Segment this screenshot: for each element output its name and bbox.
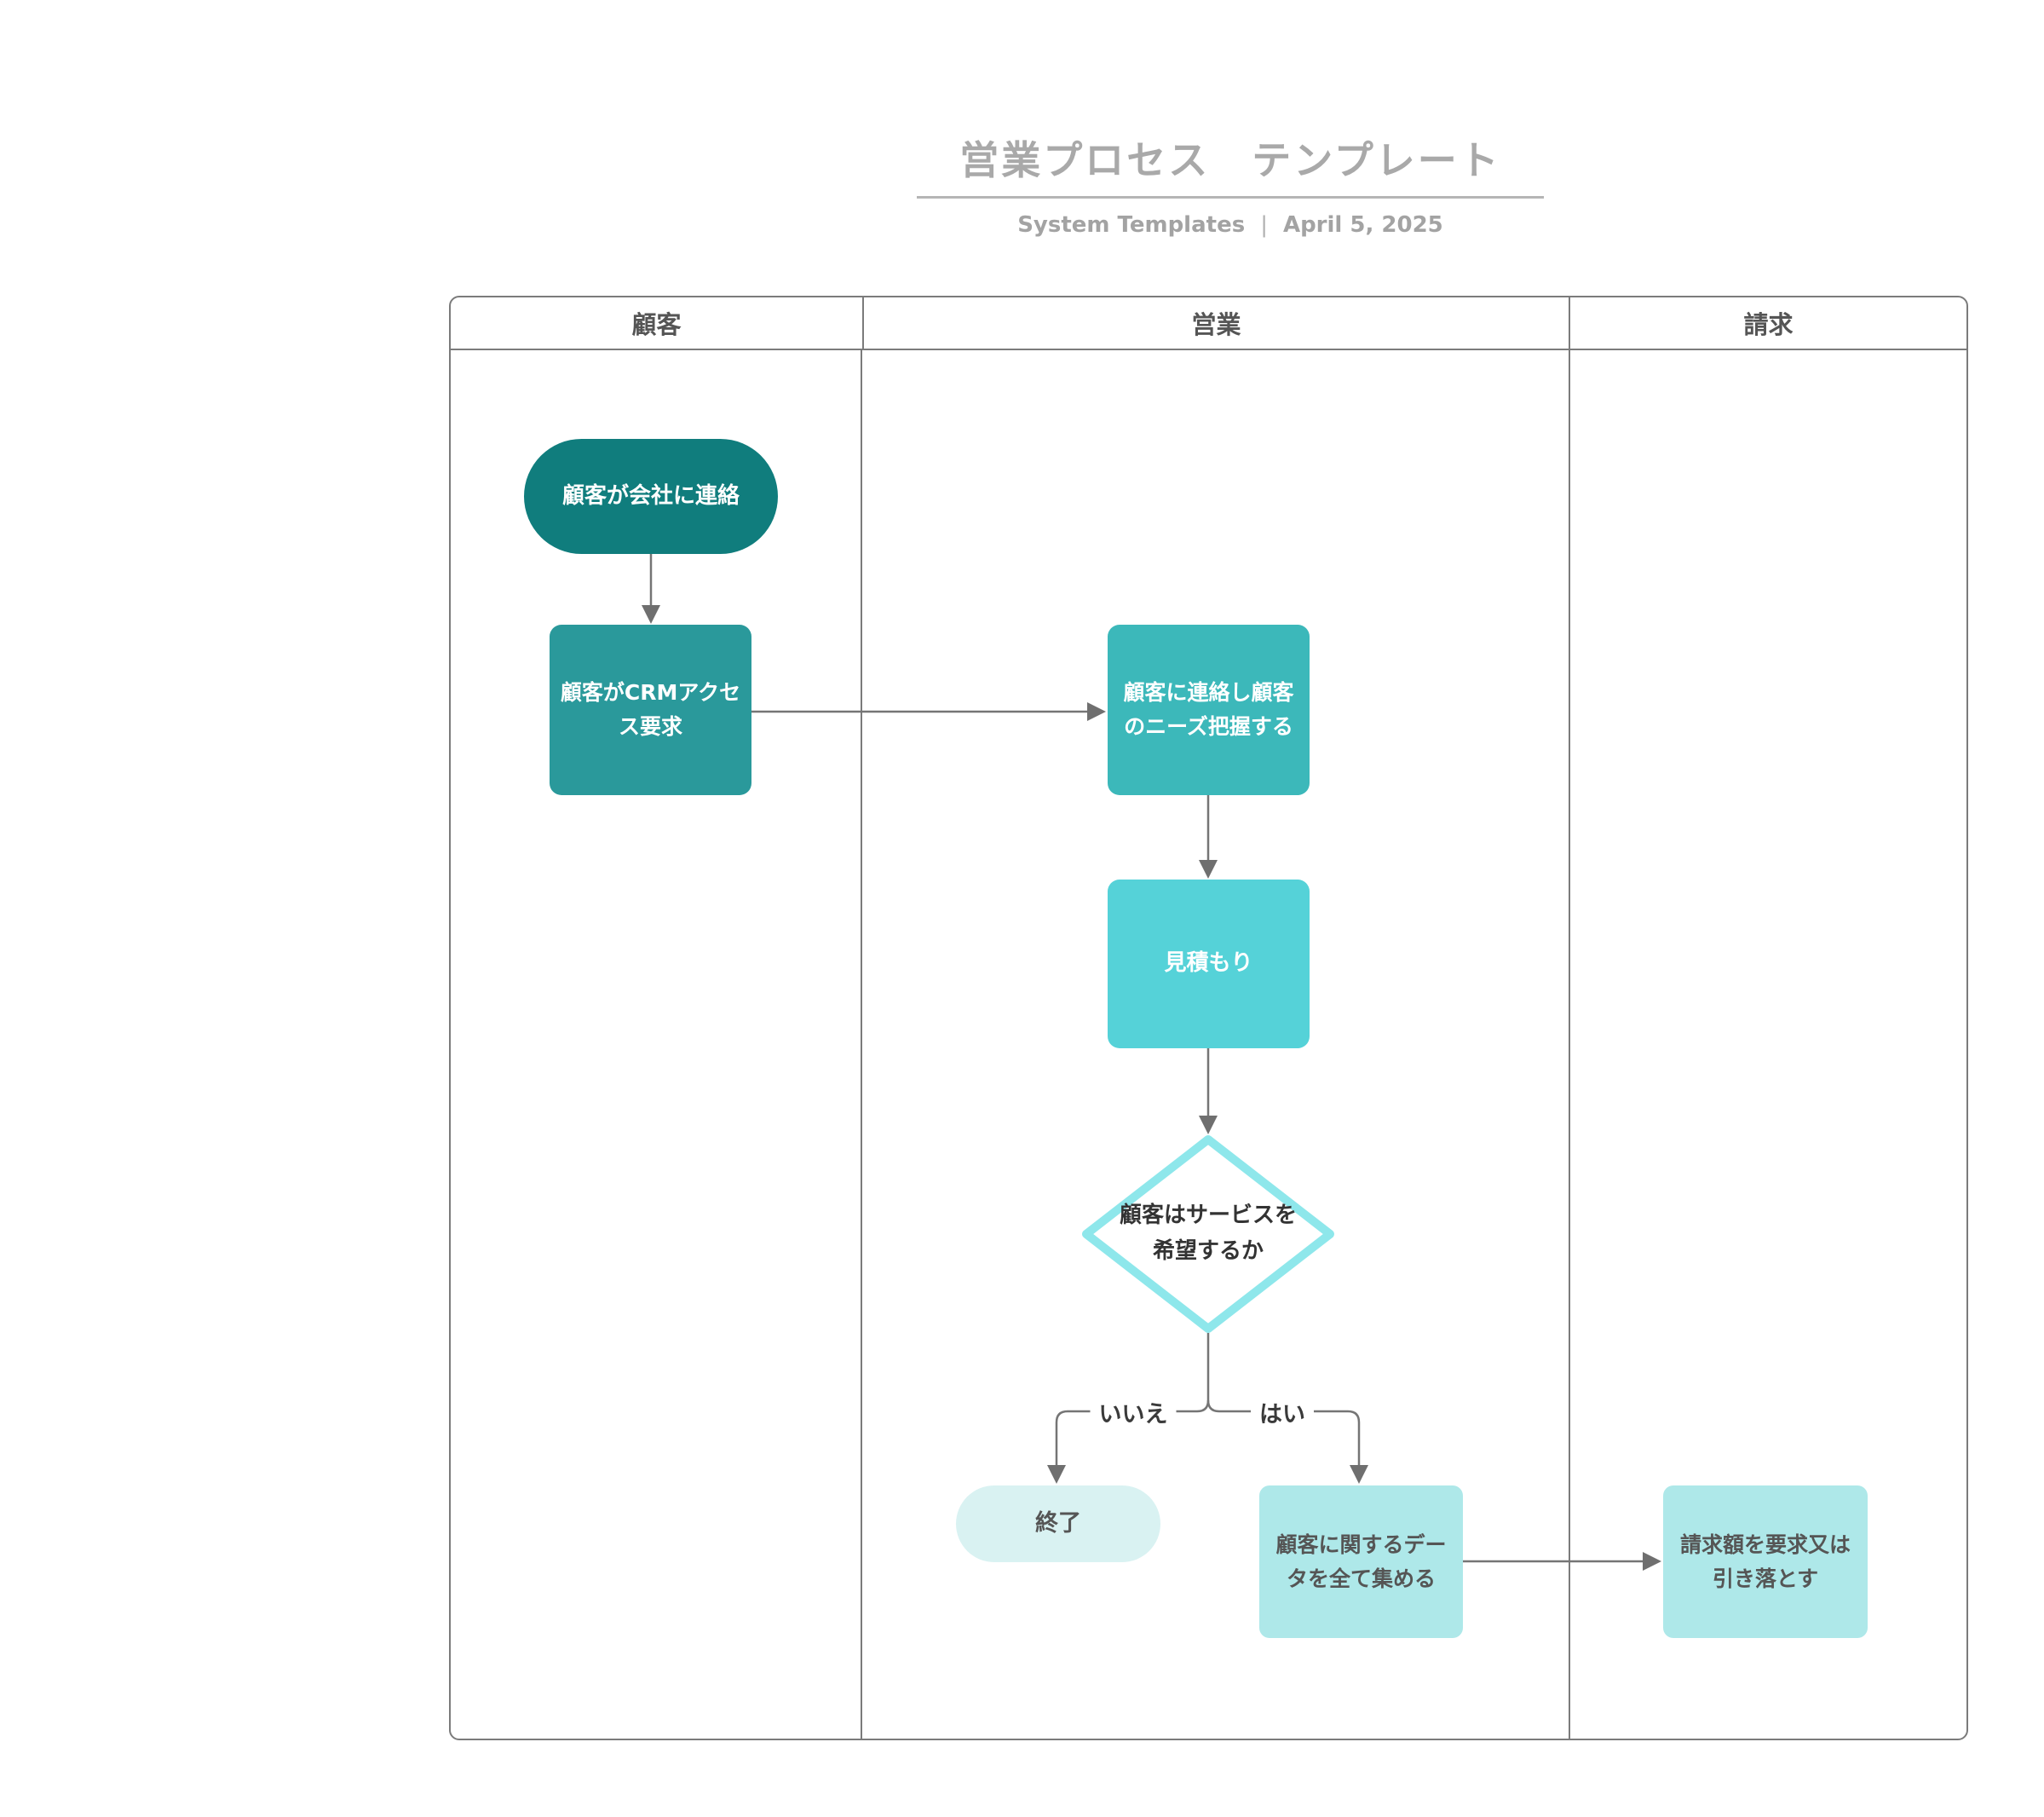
lane-divider-2 <box>1569 350 1570 1739</box>
node-estimate: 見積もり <box>1108 880 1310 1048</box>
swimlane-table: 顧客 営業 請求 <box>449 296 1968 1740</box>
lane-header-row: 顧客 営業 請求 <box>451 297 1966 350</box>
node-collect-data: 顧客に関するデータを全て集める <box>1259 1485 1463 1638</box>
node-end: 終了 <box>956 1485 1160 1562</box>
lane-divider-1 <box>861 350 862 1739</box>
node-start: 顧客が会社に連絡 <box>524 439 778 554</box>
node-request-billing: 請求額を要求又は引き落とす <box>1663 1485 1868 1638</box>
lane-header-customer: 顧客 <box>631 310 682 339</box>
node-crm-request: 顧客がCRMアクセス要求 <box>550 625 751 795</box>
node-decision-label: 顧客はサービスを希望するか <box>1119 1203 1297 1264</box>
subtitle-separator: | <box>1260 212 1268 238</box>
subtitle: System Templates | April 5, 2025 <box>917 212 1544 238</box>
node-contact-needs: 顧客に連絡し顧客のニーズ把握する <box>1108 625 1310 795</box>
page-title: 営業プロセス テンプレート <box>917 130 1544 199</box>
subtitle-brand: System Templates <box>1017 212 1246 238</box>
subtitle-date: April 5, 2025 <box>1282 212 1443 238</box>
lane-header-billing: 請求 <box>1743 310 1794 339</box>
title-block: 営業プロセス テンプレート System Templates | April 5, … <box>917 130 1544 238</box>
edge-label-no: いいえ <box>1090 1395 1177 1429</box>
lane-header-sales: 営業 <box>862 297 1570 349</box>
edge-label-yes: はい <box>1251 1395 1314 1429</box>
